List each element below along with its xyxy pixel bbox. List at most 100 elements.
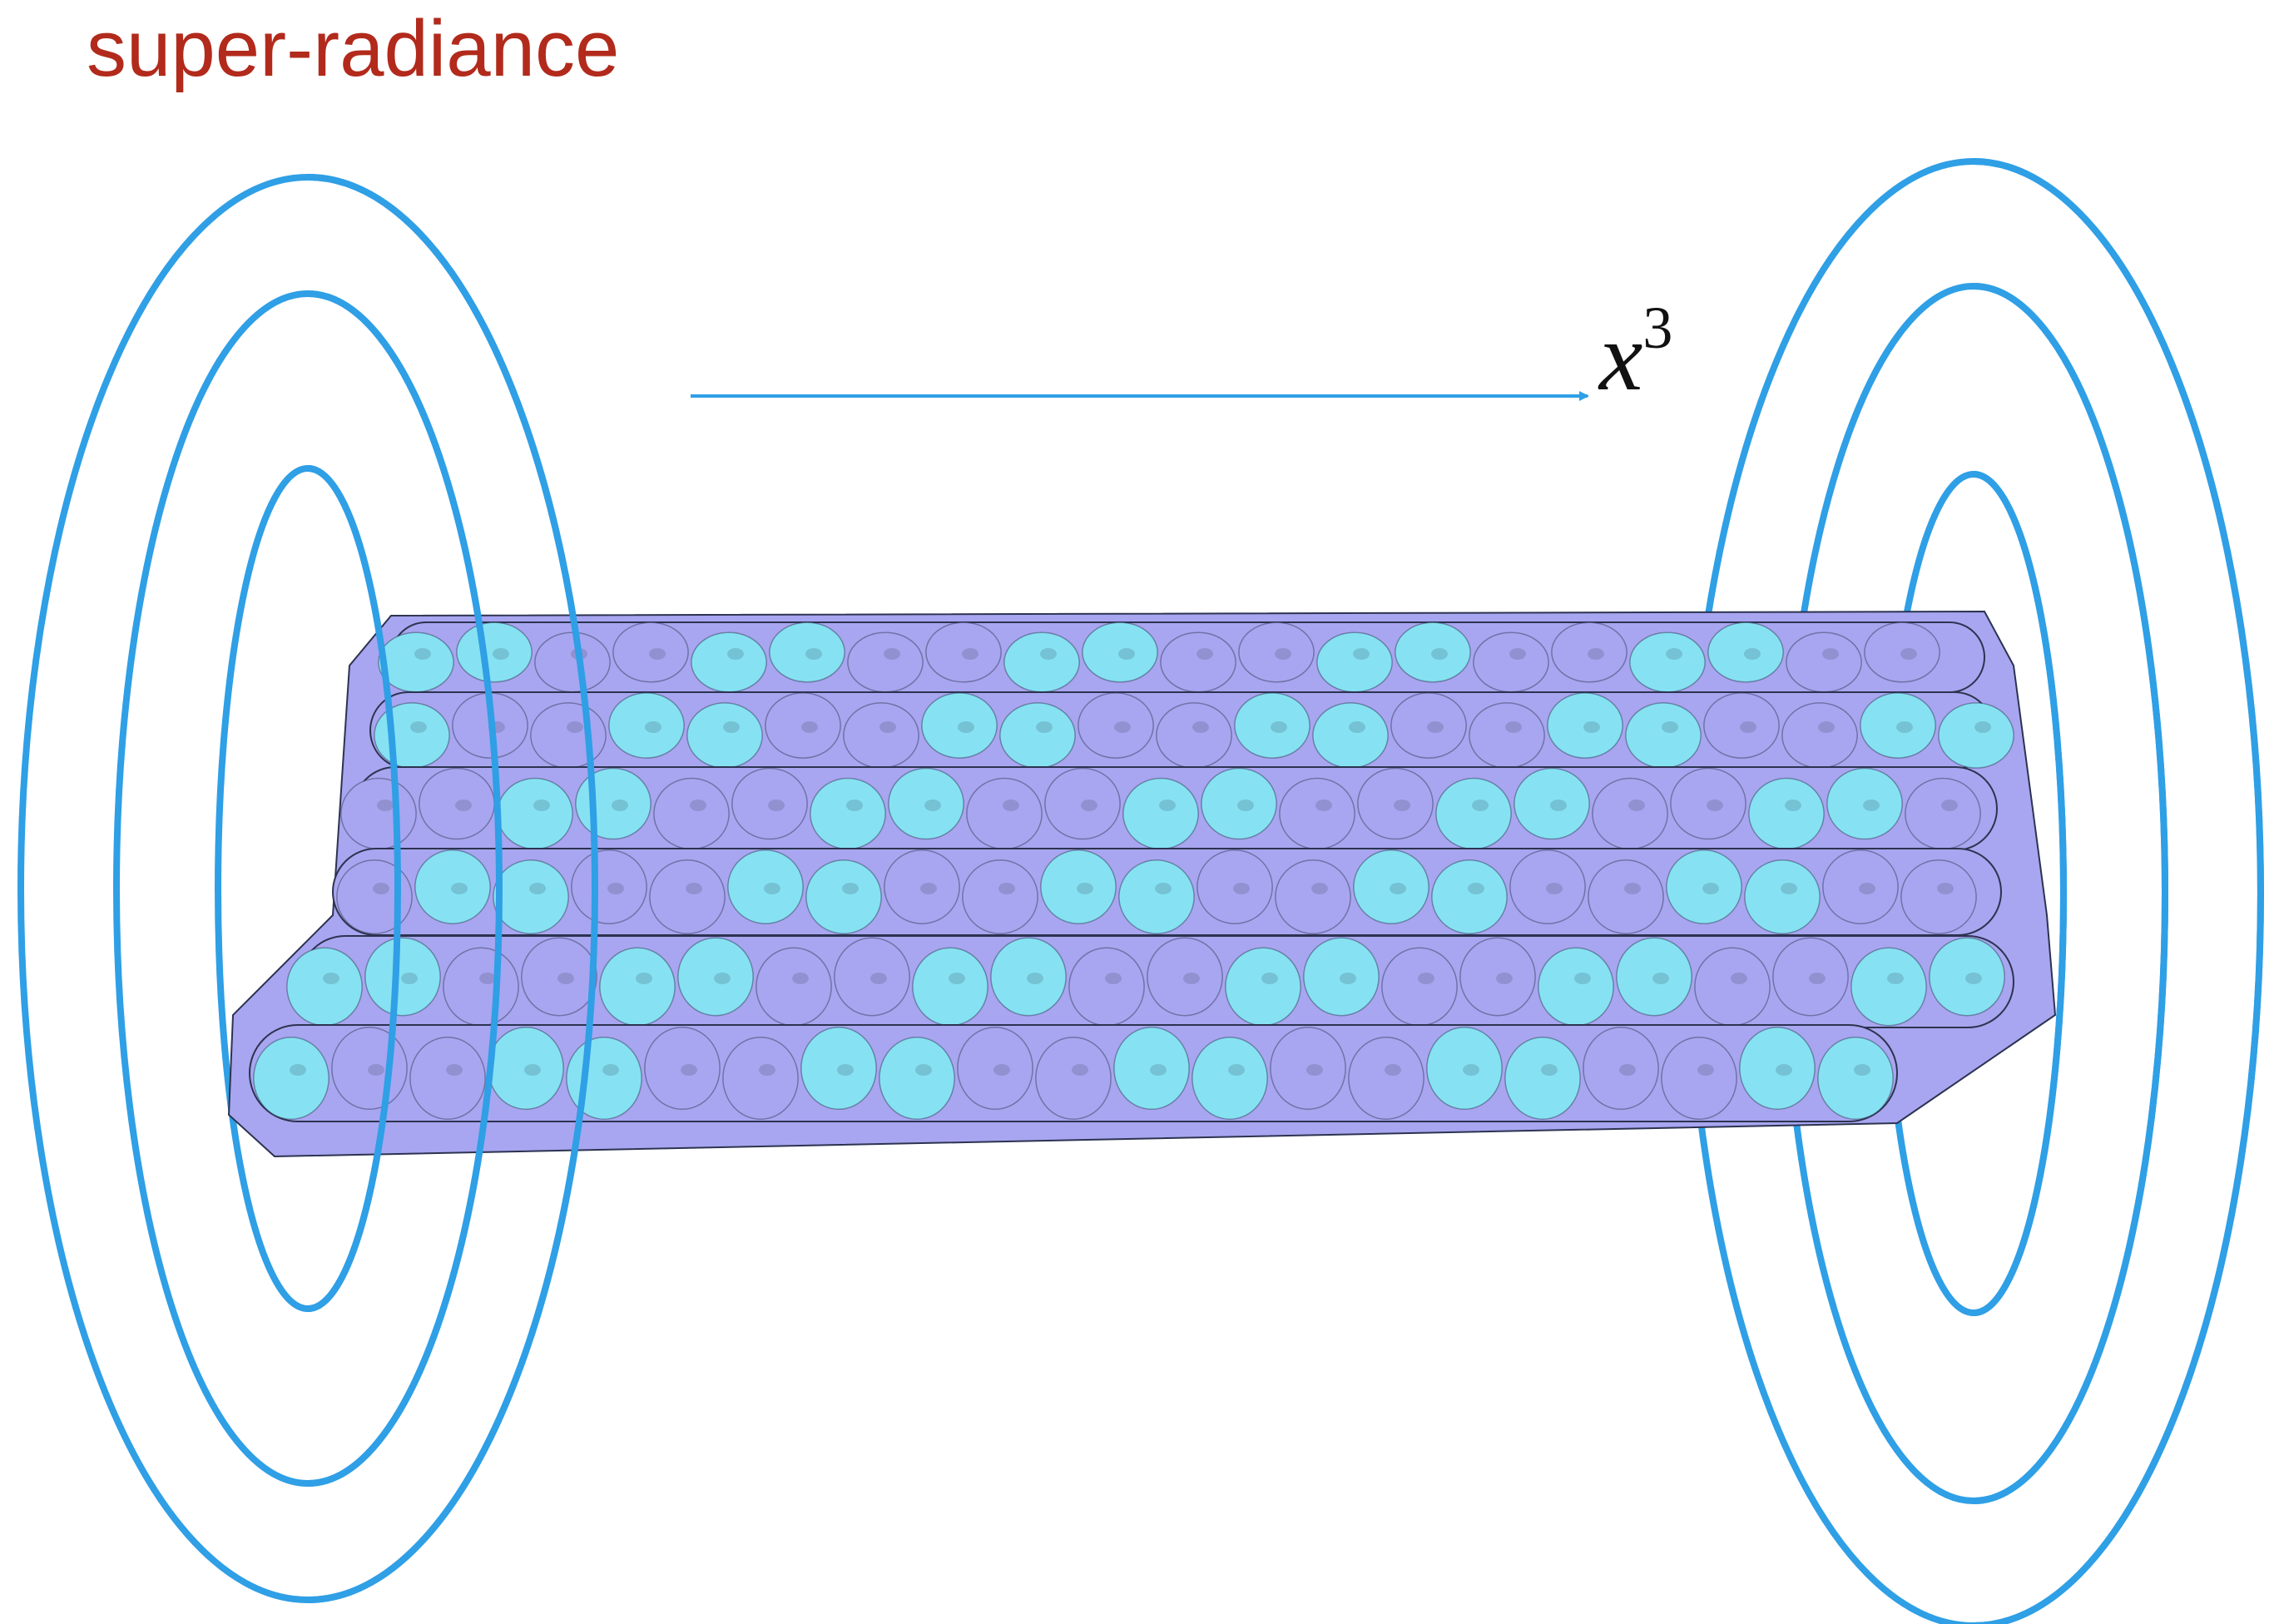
filament-subunit xyxy=(1435,777,1512,850)
filament-subunit xyxy=(1279,777,1355,850)
filament-subunit-groove xyxy=(1027,973,1043,984)
axis-label: x3 xyxy=(1599,298,1672,406)
filament-subunit-groove xyxy=(686,883,702,894)
filament-subunit xyxy=(1122,777,1199,850)
filament-subunit xyxy=(1469,702,1545,769)
filament-subunit-groove xyxy=(524,1064,541,1076)
filament-subunit-groove xyxy=(768,800,785,811)
filament-subunit xyxy=(456,621,533,683)
filament-subunit-groove xyxy=(636,973,652,984)
filament-subunit-groove xyxy=(1505,721,1522,733)
filament-subunit-groove xyxy=(1859,883,1875,894)
filament-subunit-groove xyxy=(837,1064,854,1076)
filament-subunit-groove xyxy=(649,648,666,660)
filament-subunit xyxy=(364,937,441,1017)
filament-subunit-groove xyxy=(727,648,744,660)
filament-subunit xyxy=(1707,621,1784,683)
filament-subunit xyxy=(649,859,726,934)
filament-subunit xyxy=(912,947,988,1027)
filament-subunit xyxy=(1938,702,2014,769)
ring-front-arc xyxy=(307,290,503,1487)
filament-subunit xyxy=(1381,947,1458,1027)
filament-subunit xyxy=(843,702,919,769)
filament-subunit xyxy=(1860,692,1936,759)
filament-subunit-groove xyxy=(723,721,740,733)
filament-subunit xyxy=(1044,767,1121,840)
filament-subunit xyxy=(1547,692,1623,759)
filament-subunit-groove xyxy=(1311,883,1328,894)
filament-subunit-groove xyxy=(1472,800,1489,811)
filament-subunit-groove xyxy=(1818,721,1835,733)
filament-subunit xyxy=(1035,1036,1112,1121)
filament-subunit-groove xyxy=(1965,973,1982,984)
filament-subunit xyxy=(409,1036,486,1121)
filament-subunit-groove xyxy=(801,721,818,733)
filament-subunit xyxy=(1431,859,1508,934)
filament-subunit xyxy=(677,937,754,1017)
filament-subunit-groove xyxy=(1081,800,1097,811)
filament-subunit xyxy=(925,621,1002,683)
filament-subunit-groove xyxy=(1233,883,1250,894)
filament-subunit xyxy=(1303,937,1380,1017)
ring-front-arcs xyxy=(307,158,2264,1624)
filament-subunit-groove xyxy=(870,973,887,984)
axis-exponent: 3 xyxy=(1642,294,1673,361)
filament-subunit xyxy=(1629,631,1706,693)
filament-subunit-groove xyxy=(1353,648,1370,660)
filament-subunit-groove xyxy=(529,883,546,894)
filament-subunit-groove xyxy=(920,883,937,894)
filament-subunit xyxy=(612,621,689,683)
filament-subunit-groove xyxy=(949,973,965,984)
filament-subunit-groove xyxy=(1496,973,1513,984)
filament-subunit xyxy=(1703,692,1780,759)
filament-subunit-groove xyxy=(714,973,731,984)
filament-subunit xyxy=(1473,631,1549,693)
filament-subunit xyxy=(521,937,597,1017)
filament-subunit xyxy=(1426,1026,1503,1111)
filament-subunit-groove xyxy=(1628,800,1645,811)
filament-subunit xyxy=(608,692,685,759)
filament-subunit xyxy=(1234,692,1310,759)
filament-subunit-groove xyxy=(998,883,1015,894)
filament-subunit xyxy=(1509,849,1586,924)
filament-subunit xyxy=(1588,859,1664,934)
filament-subunit xyxy=(1781,702,1858,769)
filament-subunit xyxy=(1670,767,1746,840)
filament-subunit xyxy=(1822,849,1899,924)
filament-subunit xyxy=(336,859,413,934)
filament-subunit-groove xyxy=(1546,883,1563,894)
filament-subunit xyxy=(1661,1036,1737,1121)
filament-subunit-groove xyxy=(924,800,941,811)
filament-subunit-groove xyxy=(1105,973,1122,984)
filament-subunit-groove xyxy=(479,973,496,984)
filament-subunit-groove xyxy=(1588,648,1604,660)
filament-subunit xyxy=(1225,947,1301,1027)
filament-subunit xyxy=(1744,859,1821,934)
filament-subunit xyxy=(756,947,832,1027)
filament-subunit-groove xyxy=(915,1064,932,1076)
filament-subunit-groove xyxy=(1155,883,1172,894)
filament-subunit xyxy=(571,849,647,924)
filament-subunit-groove xyxy=(1315,800,1332,811)
filament-subunit-groove xyxy=(1196,648,1213,660)
filament-subunit-groove xyxy=(1077,883,1093,894)
ring-front-arc xyxy=(1973,283,2168,1504)
filament-subunit-groove xyxy=(1707,800,1723,811)
filament-subunit xyxy=(1003,631,1080,693)
filament-subunit-groove xyxy=(1652,973,1669,984)
filament-subunit-groove xyxy=(1697,1064,1714,1076)
filament-subunit xyxy=(1395,621,1471,683)
filament-subunit xyxy=(800,1026,877,1111)
filament-subunit xyxy=(1147,937,1223,1017)
filament-subunit xyxy=(653,777,730,850)
filament-subunit xyxy=(686,702,763,769)
filament-subunit-groove xyxy=(451,883,468,894)
filament-subunit-groove xyxy=(759,1064,775,1076)
filament-subunit-groove xyxy=(1583,721,1600,733)
filament-subunit-groove xyxy=(557,973,574,984)
filament-subunit xyxy=(1748,777,1825,850)
filament-subunit xyxy=(1739,1026,1816,1111)
filament-subunit xyxy=(765,692,841,759)
filament-subunit xyxy=(879,1036,955,1121)
filament-subunit xyxy=(1196,849,1273,924)
